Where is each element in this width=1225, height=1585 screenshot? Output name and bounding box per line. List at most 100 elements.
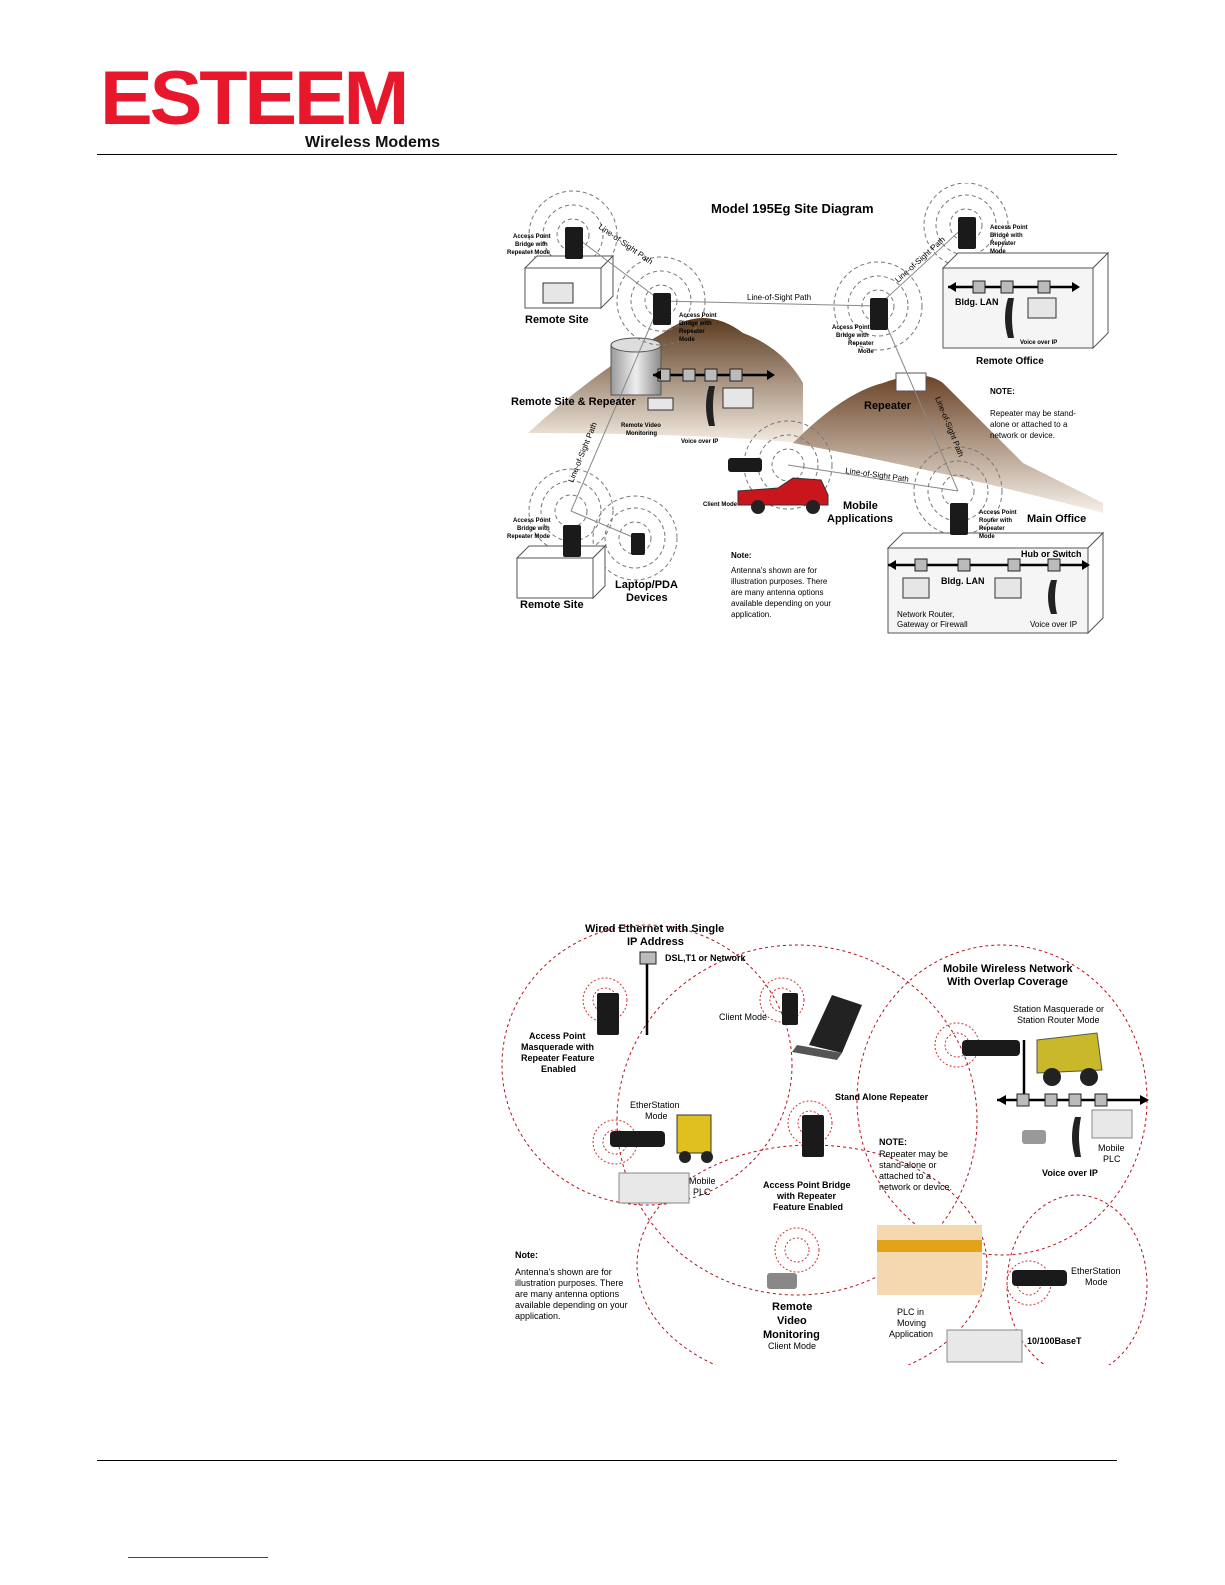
note-line-4: network or device. (879, 1182, 952, 1192)
label-net-router-1: Network Router, (897, 610, 954, 619)
label-remote-site-1: Remote Site (525, 314, 589, 326)
note1-title: NOTE: (990, 387, 1015, 396)
label-base-t: 10/100BaseT (1027, 1336, 1082, 1346)
note2-title: Note: (731, 551, 751, 560)
label-ap-main-4: Mode (979, 534, 995, 540)
label-ap-r-4: Mode (858, 349, 874, 355)
label-voip: Voice over IP (1042, 1168, 1098, 1178)
footer-link-underline[interactable] (128, 1557, 268, 1558)
label-mobile-2: Applications (827, 513, 893, 525)
label-ap-c-4: Mode (679, 337, 695, 343)
mobile-network-diagram: Wired Ethernet with Single IP Address Mo… (497, 905, 1157, 1365)
label-ap-masq-1: Access Point (529, 1031, 586, 1041)
label-ap-main-3: Repeater (979, 526, 1005, 532)
label-mobile-net-2: With Overlap Coverage (947, 976, 1068, 988)
radio-units (597, 993, 1067, 1286)
label-mobile-plc-2a: Mobile (1098, 1143, 1125, 1153)
label-standalone: Stand Alone Repeater (835, 1092, 929, 1102)
label-ap-tr-1: Access Point (990, 225, 1028, 231)
label-main-office: Main Office (1027, 513, 1086, 525)
note2-line-4: available depending on your (515, 1300, 628, 1310)
label-los-mobile: Line-of-Sight Path (845, 466, 910, 484)
label-remote-video-2: Monitoring (626, 431, 657, 437)
label-ap-tr-2: Bridge with (990, 233, 1023, 239)
label-ap-tr-4: Mode (990, 249, 1006, 255)
label-ap-bridge-3: Feature Enabled (773, 1202, 843, 1212)
note-title: NOTE: (879, 1137, 907, 1147)
label-etherstation-2a: EtherStation (1071, 1266, 1121, 1276)
note2-line-3: are many antenna options (515, 1289, 620, 1299)
note2-line-2: illustration purposes. There (731, 577, 828, 586)
label-wired-2: IP Address (627, 936, 684, 948)
label-remote-video-1: Remote (772, 1301, 812, 1313)
label-station-1: Station Masquerade or (1013, 1004, 1104, 1014)
label-wired-1: Wired Ethernet with Single (585, 923, 724, 935)
label-ap-r-1: Access Point (832, 325, 870, 331)
note2-title: Note: (515, 1250, 538, 1260)
plc-units (618, 1109, 1133, 1363)
label-ap-masq-4: Enabled (541, 1064, 576, 1074)
brand-tagline: Wireless Modems (304, 134, 440, 151)
label-ap-masq-3: Repeater Feature (521, 1053, 595, 1063)
lan-arrows (997, 1095, 1149, 1105)
lan-nodes (657, 280, 1061, 572)
label-station-2: Station Router Mode (1017, 1015, 1100, 1025)
label-voip-3: Voice over IP (1030, 620, 1077, 629)
label-plc-moving-1: PLC in (897, 1307, 924, 1317)
label-remote-video-3: Monitoring (763, 1329, 820, 1341)
label-hub: Hub or Switch (1021, 549, 1082, 559)
esteem-logo: ESTEEM Wireless Modems (100, 58, 444, 154)
label-los-1: Line-of-Sight Path (747, 293, 811, 302)
label-mobile-plc-1a: Mobile (689, 1176, 716, 1186)
footer-rule (97, 1460, 1117, 1461)
label-remote-video-2: Video (777, 1315, 807, 1327)
label-mobile-net-1: Mobile Wireless Network (943, 963, 1073, 975)
note1-line-3: network or device. (990, 431, 1055, 440)
label-ap-bridge-2: with Repeater (776, 1191, 837, 1201)
note-line-3: attached to a (879, 1171, 931, 1181)
label-voip-1: Voice over IP (1020, 340, 1057, 346)
note-line-2: stand-alone or (879, 1160, 937, 1170)
diagram-title: Model 195Eg Site Diagram (711, 201, 874, 216)
label-ap-masq-2: Masquerade with (521, 1042, 594, 1052)
note-line-1: Repeater may be (879, 1149, 948, 1159)
note2-line-1: Antenna's shown are for (515, 1267, 612, 1277)
label-etherstation-2b: Mode (1085, 1277, 1108, 1287)
lan-arrows (653, 282, 1090, 570)
site-diagram-svg: Model 195Eg Site Diagram Access Point Br… (507, 183, 1110, 635)
dump-truck (1036, 1032, 1103, 1086)
label-client-mode: Client Mode (703, 502, 738, 508)
note2-line-5: application. (515, 1311, 561, 1321)
cameras (767, 1130, 1046, 1289)
label-dsl: DSL,T1 or Network (665, 953, 747, 963)
label-los-tr: Line-of-Sight Path (893, 235, 947, 285)
label-ap-c-3: Repeater (679, 329, 705, 335)
label-ap-main-2: Router with (979, 518, 1012, 524)
label-net-router-2: Gateway or Firewall (897, 620, 968, 629)
label-remote-video-1: Remote Video (621, 423, 661, 429)
coverage-circles (501, 924, 1148, 1365)
label-repeater: Repeater (864, 400, 912, 412)
label-mobile-1: Mobile (843, 500, 878, 512)
label-client-mode: Client Mode (719, 1012, 767, 1022)
label-ap-tl-1: Access Point (513, 234, 551, 240)
note1-line-2: alone or attached to a (990, 420, 1068, 429)
radio-units (563, 217, 976, 557)
note2-line-1: Antenna's shown are for (731, 566, 817, 575)
label-ap-tl-2: Bridge with (515, 242, 548, 248)
crane (877, 1225, 982, 1295)
phones (706, 298, 1057, 614)
label-ap-bl-2: Bridge with (517, 526, 550, 532)
label-bldg-lan-1: Bldg. LAN (955, 297, 999, 307)
label-plc-moving-3: Application (889, 1329, 933, 1339)
label-plc-moving-2: Moving (897, 1318, 926, 1328)
pickup-truck (737, 477, 829, 514)
label-remote-video-mode: Client Mode (768, 1341, 816, 1351)
lan-nodes (639, 951, 1108, 1107)
label-laptop-1: Laptop/PDA (615, 579, 678, 591)
site-diagram-195eg: Model 195Eg Site Diagram Access Point Br… (503, 183, 1115, 635)
label-ap-tl-3: Repeater Mode (507, 250, 551, 256)
label-voip-2: Voice over IP (681, 439, 718, 445)
phone (1072, 1117, 1081, 1157)
label-ap-bl-3: Repeater Mode (507, 534, 551, 540)
